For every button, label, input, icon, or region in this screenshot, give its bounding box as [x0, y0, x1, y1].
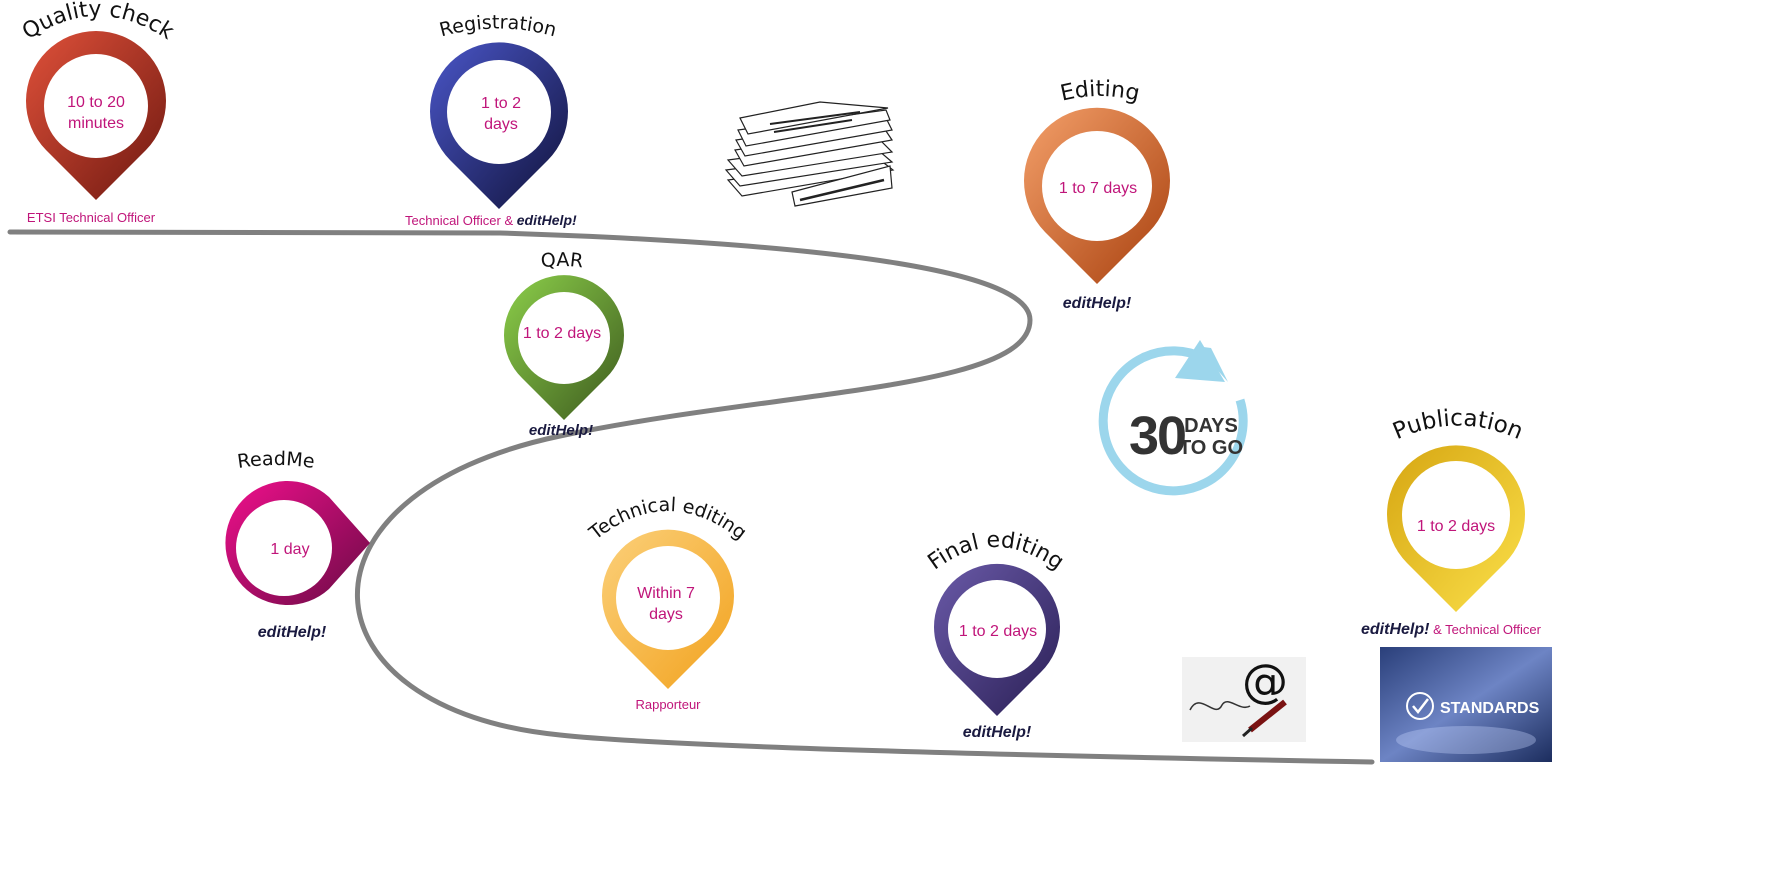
- registration-actor-edithelp: editHelp!: [517, 212, 577, 228]
- standards-label: STANDARDS: [1440, 700, 1540, 717]
- technical-editing-actor: Rapporteur: [635, 697, 701, 712]
- countdown-to-go: TO GO: [1179, 437, 1243, 459]
- publication-duration: 1 to 2 days: [1417, 518, 1495, 535]
- svg-text:Registration: Registration: [437, 11, 559, 41]
- final-editing-pin: [934, 563, 1060, 716]
- svg-text:Editing: Editing: [1058, 77, 1142, 107]
- email-signature-icon: @: [1182, 654, 1306, 742]
- readme-actor: editHelp!: [258, 624, 327, 641]
- quality-check-pin: [26, 31, 167, 201]
- paper-stack-icon: [724, 101, 895, 207]
- quality-check-actor: ETSI Technical Officer: [27, 210, 156, 225]
- publication-title: Publication: [1389, 405, 1526, 445]
- publication-pin: [1387, 445, 1525, 612]
- countdown-badge: [1098, 340, 1248, 496]
- countdown-number: 30: [1129, 406, 1185, 466]
- technical-editing-duration-line2: days: [649, 606, 683, 623]
- editing-title: Editing: [1058, 77, 1142, 107]
- svg-text:QAR: QAR: [540, 249, 585, 272]
- pen-icon: [1248, 699, 1287, 733]
- countdown-days: DAYS: [1184, 415, 1238, 437]
- readme-title: ReadMe: [236, 448, 316, 473]
- countdown-arrow-ring: [1098, 346, 1248, 496]
- technical-editing-duration-line1: Within 7: [637, 585, 695, 602]
- publication-actor-edithelp: editHelp!: [1361, 621, 1430, 638]
- quality-check-duration-line2: minutes: [68, 115, 124, 132]
- qar-title: QAR: [540, 249, 585, 272]
- registration-actor-prefix: Technical Officer &: [405, 213, 517, 228]
- at-sign-icon: @: [1242, 654, 1288, 708]
- checkmark-badge-icon: [1406, 692, 1434, 720]
- publication-actor-suffix: & Technical Officer: [1429, 622, 1541, 637]
- svg-text:ReadMe: ReadMe: [236, 448, 316, 473]
- final-editing-duration: 1 to 2 days: [959, 623, 1037, 640]
- qar-pin: [504, 275, 625, 420]
- readme-pin: [225, 480, 370, 605]
- editing-duration: 1 to 7 days: [1059, 180, 1137, 197]
- registration-title: Registration: [437, 11, 559, 41]
- standards-image: STANDARDS: [1380, 647, 1552, 762]
- registration-actor: Technical Officer & editHelp!: [405, 212, 577, 228]
- quality-check-duration-line1: 10 to 20: [67, 94, 125, 111]
- countdown-arrow-tip-icon: [1175, 340, 1225, 382]
- readme-duration: 1 day: [270, 541, 309, 558]
- svg-text:Publication: Publication: [1389, 405, 1526, 445]
- publication-actor: editHelp! & Technical Officer: [1361, 621, 1542, 638]
- editing-actor: editHelp!: [1063, 295, 1132, 312]
- road-path: [7, 229, 1375, 765]
- qar-duration: 1 to 2 days: [523, 325, 601, 342]
- editing-pin: [1023, 107, 1170, 284]
- technical-editing-pin: [602, 529, 735, 689]
- registration-duration-line1: 1 to 2: [481, 95, 521, 112]
- qar-actor: editHelp!: [529, 422, 593, 439]
- final-editing-actor: editHelp!: [963, 724, 1032, 741]
- registration-duration-line2: days: [484, 116, 518, 133]
- registration-pin: [430, 42, 569, 209]
